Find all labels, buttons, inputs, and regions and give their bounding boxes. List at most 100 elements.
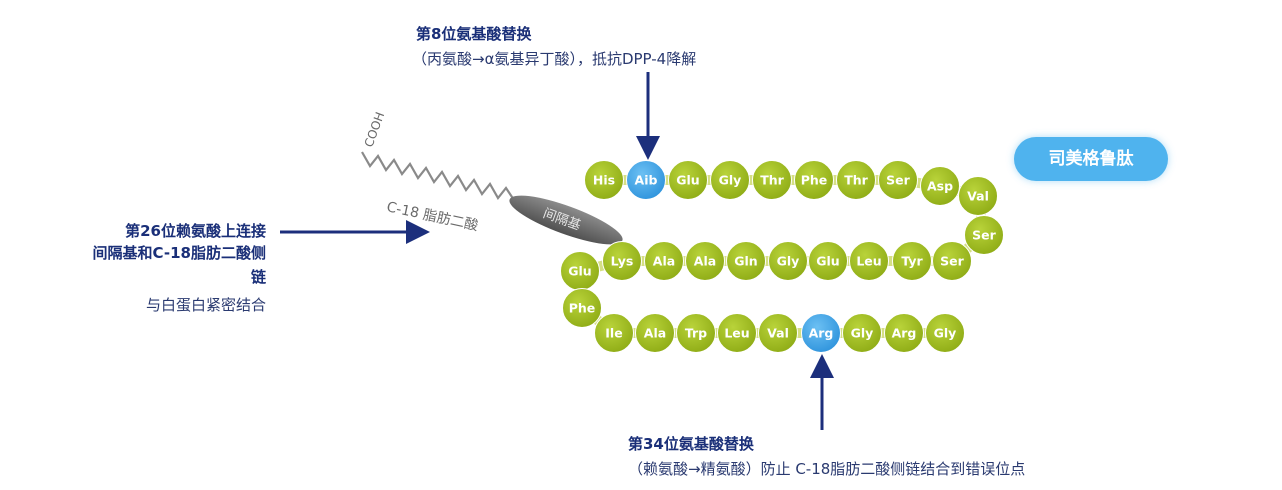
position8-annotation-title: 第8位氨基酸替换 — [416, 25, 532, 43]
residue-label: Ser — [886, 173, 910, 188]
position26-annotation-line1: 第26位赖氨酸上连接 — [125, 222, 266, 240]
residue-circle — [958, 176, 998, 216]
residue-label: Ser — [940, 254, 964, 269]
cooh-label: COOH — [362, 110, 388, 149]
residue-circle — [801, 313, 841, 353]
residue-circle — [644, 241, 684, 281]
position34-annotation-desc: （赖氨酸→精氨酸）防止 C-18脂肪二酸侧链结合到错误位点 — [628, 460, 1026, 478]
residue-circle — [668, 160, 708, 200]
residue-label: Thr — [760, 173, 784, 188]
residue-label: Ala — [644, 326, 666, 341]
residue-label: Phe — [801, 173, 828, 188]
residue-label: His — [593, 173, 615, 188]
residue-circle — [626, 160, 666, 200]
residue-10-val: Val — [958, 176, 998, 216]
residue-5-thr: Thr — [752, 160, 792, 200]
residue-label: Ile — [605, 326, 622, 341]
residue-label: Val — [967, 189, 989, 204]
residue-17-gln: Gln — [726, 241, 766, 281]
residue-circle — [594, 313, 634, 353]
residue-label: Gly — [777, 254, 800, 269]
spacer-ellipse — [509, 195, 623, 245]
residue-label: Val — [767, 326, 789, 341]
residue-label: Aib — [635, 173, 658, 188]
position26-annotation-line4: 与白蛋白紧密结合 — [145, 296, 266, 314]
residue-7-thr: Thr — [836, 160, 876, 200]
residue-label: Ala — [694, 254, 716, 269]
residue-label: Phe — [569, 301, 596, 316]
position26-annotation-line2: 间隔基和C-18脂肪二酸侧 — [92, 244, 266, 262]
residue-circle — [920, 166, 960, 206]
residue-label: Gly — [851, 326, 874, 341]
residue-circle — [768, 241, 808, 281]
fatty-acid-label: C-18 脂肪二酸 — [385, 199, 479, 234]
residue-circle — [752, 160, 792, 200]
residue-4-gly: Gly — [710, 160, 750, 200]
residue-11-ser: Ser — [964, 215, 1004, 255]
residue-9-asp: Asp — [920, 166, 960, 206]
residue-circle — [964, 215, 1004, 255]
residue-circle — [726, 241, 766, 281]
residue-circle — [849, 241, 889, 281]
residue-circle — [808, 241, 848, 281]
residue-label: Gly — [719, 173, 742, 188]
residue-label: Trp — [685, 326, 707, 341]
residue-label: Arg — [892, 326, 917, 341]
residue-circle — [836, 160, 876, 200]
residue-label: Tyr — [901, 254, 923, 269]
position8-annotation-desc: （丙氨酸→α氨基异丁酸），抵抗DPP-4降解 — [412, 50, 697, 68]
fatty-acid-zigzag — [361, 151, 515, 201]
residue-circle — [925, 313, 965, 353]
residue-label: Glu — [568, 264, 591, 279]
residue-22-phe: Phe — [562, 288, 602, 328]
residue-label: Glu — [676, 173, 699, 188]
residue-19-ala: Ala — [644, 241, 684, 281]
residue-circle — [685, 241, 725, 281]
residue-label: Leu — [856, 254, 881, 269]
residue-circle — [758, 313, 798, 353]
residue-28-arg: Arg — [801, 313, 841, 353]
residue-circle — [584, 160, 624, 200]
residue-3-glu: Glu — [668, 160, 708, 200]
residue-circle — [710, 160, 750, 200]
residue-circle — [562, 288, 602, 328]
residue-circle — [717, 313, 757, 353]
residue-circle — [676, 313, 716, 353]
residue-label: Leu — [724, 326, 749, 341]
residue-25-trp: Trp — [676, 313, 716, 353]
residue-circle — [878, 160, 918, 200]
residue-16-gly: Gly — [768, 241, 808, 281]
residue-24-ala: Ala — [635, 313, 675, 353]
residue-label: Lys — [611, 254, 634, 269]
residue-label: Thr — [844, 173, 868, 188]
residue-label: Arg — [809, 326, 834, 341]
residue-label: Ser — [972, 228, 996, 243]
residue-31-gly: Gly — [925, 313, 965, 353]
residue-21-glu: Glu — [560, 251, 600, 291]
residue-29-gly: Gly — [842, 313, 882, 353]
residue-label: Asp — [927, 179, 953, 194]
residue-13-tyr: Tyr — [892, 241, 932, 281]
residue-2-aib: Aib — [626, 160, 666, 200]
residue-circle — [932, 241, 972, 281]
residue-27-val: Val — [758, 313, 798, 353]
residue-circle — [892, 241, 932, 281]
residue-15-glu: Glu — [808, 241, 848, 281]
residue-23-ile: Ile — [594, 313, 634, 353]
residue-18-ala: Ala — [685, 241, 725, 281]
residue-20-lys: Lys — [602, 241, 642, 281]
residue-circle — [602, 241, 642, 281]
residue-label: Gly — [934, 326, 957, 341]
residue-8-ser: Ser — [878, 160, 918, 200]
position34-annotation-title: 第34位氨基酸替换 — [628, 435, 754, 453]
position26-annotation-line3: 链 — [250, 268, 266, 286]
residue-6-phe: Phe — [794, 160, 834, 200]
residue-label: Gln — [734, 254, 757, 269]
residue-circle — [635, 313, 675, 353]
residue-label: Ala — [653, 254, 675, 269]
residue-circle — [842, 313, 882, 353]
drug-name-badge: 司美格鲁肽 — [1014, 137, 1168, 181]
